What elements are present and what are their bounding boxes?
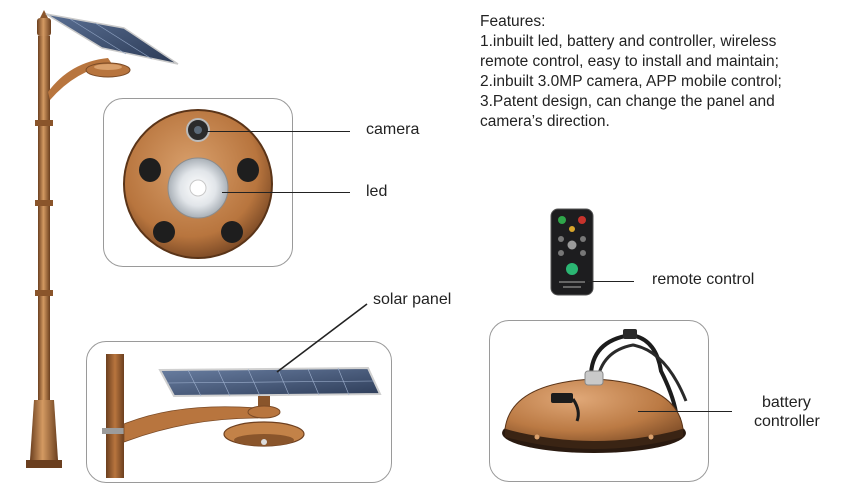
solar-panel-leader-line xyxy=(276,303,368,373)
battery-label: battery xyxy=(762,394,811,411)
battery-leader-line xyxy=(638,411,732,412)
pole-finial xyxy=(40,10,48,18)
remote-control xyxy=(550,208,594,296)
assembly-pole xyxy=(106,354,124,478)
pole-solar-panel xyxy=(45,13,179,65)
street-lamp-illustration xyxy=(26,10,179,468)
sensor-dot xyxy=(237,158,259,182)
camera-leader-line xyxy=(206,131,350,132)
sensor-dot xyxy=(139,158,161,182)
lamp-bottom-view xyxy=(123,109,273,259)
sensor-dot xyxy=(153,221,175,243)
remote-control-label: remote control xyxy=(652,271,755,288)
camera-label: camera xyxy=(366,121,420,138)
feature-line: remote control, easy to install and main… xyxy=(480,53,779,70)
feature-line: 3.Patent design, can change the panel an… xyxy=(480,93,775,110)
features-block: Features: 1.inbuilt led, battery and con… xyxy=(480,12,840,132)
feature-line: 2.inbuilt 3.0MP camera, APP mobile contr… xyxy=(480,73,782,90)
sensor-dot xyxy=(221,221,243,243)
cable xyxy=(595,343,688,402)
controller-label: controller xyxy=(754,413,820,430)
battery-dome xyxy=(504,378,684,446)
remote-leader-line xyxy=(588,281,634,282)
battery-unit-illustration xyxy=(502,329,688,453)
feature-line: 1.inbuilt led, battery and controller, w… xyxy=(480,33,777,50)
led-leader-line xyxy=(222,192,350,193)
lamp-arm xyxy=(48,58,112,100)
led-label: led xyxy=(366,183,388,200)
solar-assembly-illustration xyxy=(102,354,382,478)
cable xyxy=(588,332,679,422)
lamp-pole xyxy=(38,36,50,456)
features-heading: Features: xyxy=(480,13,546,30)
solar-panel-label: solar panel xyxy=(373,291,452,308)
feature-line: camera’s direction. xyxy=(480,113,610,130)
